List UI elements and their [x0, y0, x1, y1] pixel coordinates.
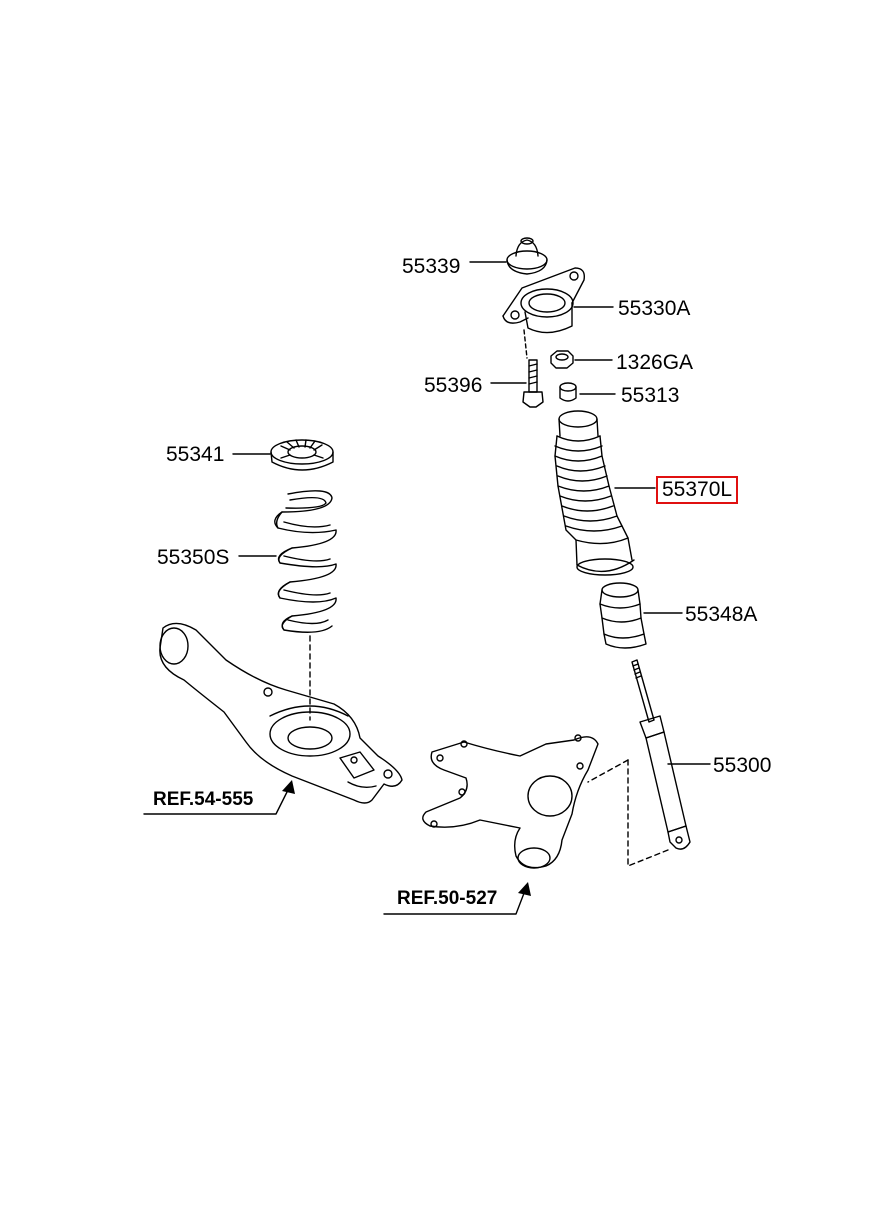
part-label-55341[interactable]: 55341 — [166, 443, 225, 466]
part-55339-dust-cap-drawing — [506, 237, 548, 275]
part-label-55396[interactable]: 55396 — [424, 374, 483, 397]
part-label-55348A[interactable]: 55348A — [685, 603, 758, 626]
part-label-55370L-highlighted[interactable]: 55370L — [656, 476, 739, 504]
knuckle-drawing — [422, 734, 599, 869]
lower-arm-drawing — [159, 622, 403, 804]
reference-label-54-555[interactable]: REF.54-555 — [153, 789, 254, 810]
part-label-55300[interactable]: 55300 — [713, 754, 772, 777]
part-label-55313[interactable]: 55313 — [621, 384, 680, 407]
part-55300-shock-absorber-drawing — [631, 659, 691, 850]
part-55348A-bump-stopper-drawing — [599, 582, 647, 649]
part-label-55350S[interactable]: 55350S — [157, 546, 230, 569]
part-1326GA-nut-drawing — [550, 350, 574, 369]
reference-label-50-527[interactable]: REF.50-527 — [397, 888, 498, 909]
part-55341-spring-pad-drawing — [270, 439, 334, 471]
part-55330A-mount-drawing — [502, 267, 585, 334]
part-55396-bolt-drawing — [522, 359, 544, 408]
part-label-55339[interactable]: 55339 — [402, 255, 461, 278]
part-label-55330A[interactable]: 55330A — [618, 297, 691, 320]
part-55350S-coil-spring-drawing — [274, 490, 337, 633]
part-55313-bushing-drawing — [559, 382, 577, 402]
part-55370L-boot-drawing — [554, 410, 635, 576]
part-label-1326GA[interactable]: 1326GA — [616, 351, 694, 374]
